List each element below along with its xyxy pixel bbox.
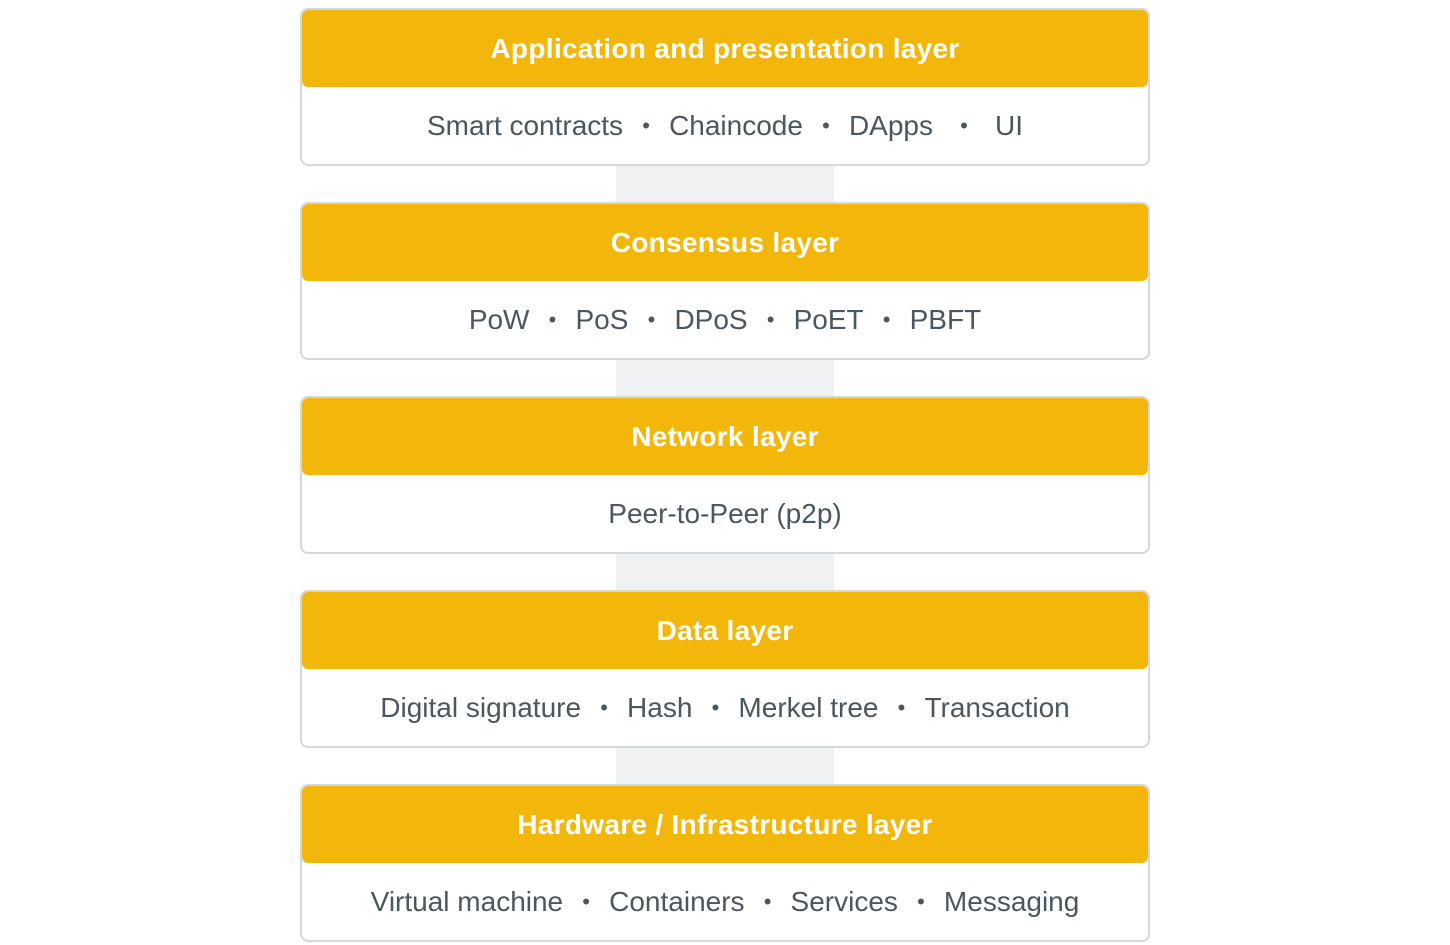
connector-3-4	[616, 552, 834, 590]
layer-item: PoET	[793, 303, 864, 335]
separator-dot: •	[917, 888, 925, 914]
separator-dot: •	[882, 306, 891, 332]
layer-hardware: Hardware / Infrastructure layer Virtual …	[300, 784, 1150, 942]
layer-items: PoW • PoS • DPoS • PoET • PBFT	[302, 281, 1148, 358]
separator-dot: •	[647, 306, 656, 332]
layer-data: Data layer Digital signature • Hash • Me…	[300, 590, 1150, 748]
layer-items: Smart contracts • Chaincode • DApps • UI	[302, 87, 1148, 164]
layer-item: Virtual machine	[370, 885, 564, 917]
connector-4-5	[616, 746, 834, 784]
layer-item: Chaincode	[669, 109, 803, 141]
layer-item: PBFT	[909, 303, 982, 335]
layer-item: Messaging	[943, 885, 1080, 917]
layer-items: Peer-to-Peer (p2p)	[302, 475, 1148, 552]
separator-dot: •	[960, 112, 968, 138]
layer-title: Network layer	[302, 398, 1148, 475]
layer-item: Peer-to-Peer (p2p)	[608, 497, 842, 529]
separator-dot: •	[766, 306, 775, 332]
layer-item: DPoS	[674, 303, 748, 335]
separator-dot: •	[582, 888, 590, 914]
separator-dot: •	[548, 306, 557, 332]
layer-title: Hardware / Infrastructure layer	[302, 786, 1148, 863]
layer-application: Application and presentation layer Smart…	[300, 8, 1150, 166]
layer-network: Network layer Peer-to-Peer (p2p)	[300, 396, 1150, 554]
separator-dot: •	[711, 694, 720, 720]
layer-item: Services	[790, 885, 898, 917]
layer-title: Application and presentation layer	[302, 10, 1148, 87]
separator-dot: •	[897, 694, 906, 720]
layer-item: PoS	[575, 303, 629, 335]
layer-item: Digital signature	[380, 691, 582, 723]
separator-dot: •	[763, 888, 772, 914]
layer-item: Transaction	[924, 691, 1070, 723]
separator-dot: •	[642, 112, 650, 138]
layer-item: DApps	[848, 109, 933, 141]
layer-item: Containers	[609, 885, 745, 917]
layer-item: Merkel tree	[738, 691, 879, 723]
separator-dot: •	[822, 112, 830, 138]
layer-item: Smart contracts	[427, 109, 624, 141]
layer-consensus: Consensus layer PoW • PoS • DPoS • PoET …	[300, 202, 1150, 360]
connector-1-2	[616, 164, 834, 202]
layer-item: PoW	[468, 303, 530, 335]
layer-item: Hash	[627, 691, 693, 723]
layer-items: Virtual machine • Containers • Services …	[302, 863, 1148, 940]
layer-item: UI	[994, 109, 1023, 141]
layer-title: Data layer	[302, 592, 1148, 669]
connector-2-3	[616, 358, 834, 396]
layer-title: Consensus layer	[302, 204, 1148, 281]
separator-dot: •	[600, 694, 608, 720]
layer-items: Digital signature • Hash • Merkel tree •…	[302, 669, 1148, 746]
